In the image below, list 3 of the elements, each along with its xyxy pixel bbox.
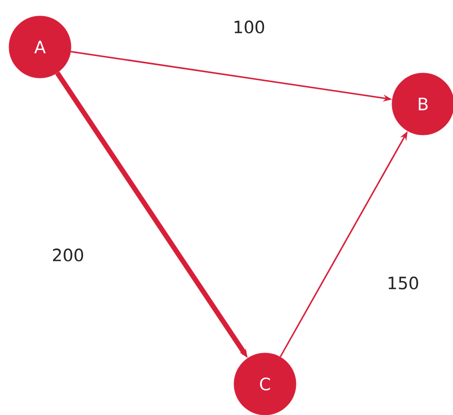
edge-label: 100 (232, 20, 266, 34)
edge-label: 150 (386, 276, 420, 290)
edge-label: 200 (50, 248, 86, 262)
